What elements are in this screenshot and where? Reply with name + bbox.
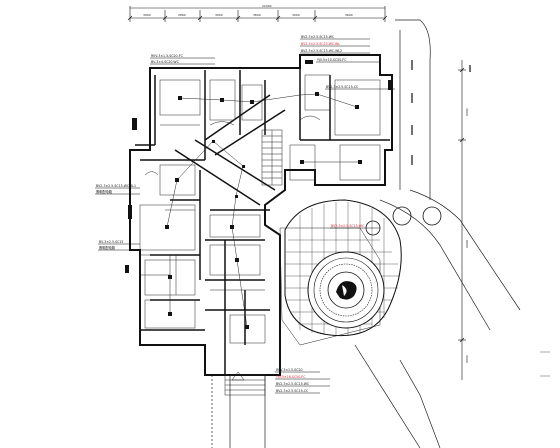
dim-total: 22000 xyxy=(262,4,272,8)
fountain-emblem-icon xyxy=(336,281,357,300)
right-dimension-line: 3900 9900 3600 xyxy=(458,60,469,380)
top-dimension-line: 3900 2860 3000 3600 3000 3600 22000 xyxy=(127,4,388,22)
round-planter xyxy=(422,206,442,226)
annotation-label: 照明配电箱 xyxy=(96,189,113,194)
room-details xyxy=(139,74,381,344)
site-road-outline xyxy=(211,19,521,448)
distribution-panels xyxy=(125,60,392,273)
dim-right-3: 3600 xyxy=(465,355,469,363)
annotation-label: BV2-3×2.5-SC15-WC xyxy=(276,382,310,386)
annotation-label: BV-3×4-SC20-WC xyxy=(151,60,180,64)
dim-top-4: 3600 xyxy=(253,13,261,17)
plaza xyxy=(279,199,442,346)
annotation-label: RVV-3×1.5-SC20 xyxy=(276,368,303,372)
annotation-label: YJV-5×10-SC50-FC xyxy=(317,58,347,62)
annotation-label: BV2-3×2.5-SC15-CC xyxy=(326,85,359,89)
annotation-label: 照明配电箱 xyxy=(99,245,116,250)
annotation-label-highlight: BV2-3×2.5-SC15-WC-WL xyxy=(301,42,340,46)
circuit-annotations: BV2-3×2.5-SC15-WC BV2-3×2.5-SC15-WC-WL B… xyxy=(95,35,395,394)
parking-marks xyxy=(411,60,471,165)
dim-top-2: 2860 xyxy=(178,13,186,17)
staircase xyxy=(261,129,283,186)
edge-markers xyxy=(540,351,550,377)
annotation-label: BV2-3×2.5-SC15-CC xyxy=(276,389,309,393)
dim-top-6: 3600 xyxy=(345,13,353,17)
dim-right-1: 3900 xyxy=(465,108,469,116)
annotation-label: BV2-3×2.5-SC15-WC AL1 xyxy=(96,184,136,188)
round-planter xyxy=(392,206,412,226)
annotation-label-highlight: YJV-5×16-SC50-FC xyxy=(276,375,306,379)
dim-right-2: 9900 xyxy=(465,240,469,248)
dim-top-1: 3900 xyxy=(143,13,151,17)
annotation-label-highlight: BV2-3×2.5-SC15-WC xyxy=(331,224,365,228)
annotation-label: BV2-3×2.5-SC15-WC-WL2 xyxy=(301,49,342,53)
dim-top-3: 3000 xyxy=(215,13,223,17)
dim-top-5: 3000 xyxy=(292,13,300,17)
wiring-runs xyxy=(166,93,360,328)
annotation-label: BV2-3×2.5-SC15-WC xyxy=(301,35,335,39)
annotation-label: BV-3×2.5-SC15 xyxy=(99,240,123,244)
annotation-label: RVV-3×1.5-SC20-FC xyxy=(151,54,184,58)
entrance-steps xyxy=(224,371,266,396)
